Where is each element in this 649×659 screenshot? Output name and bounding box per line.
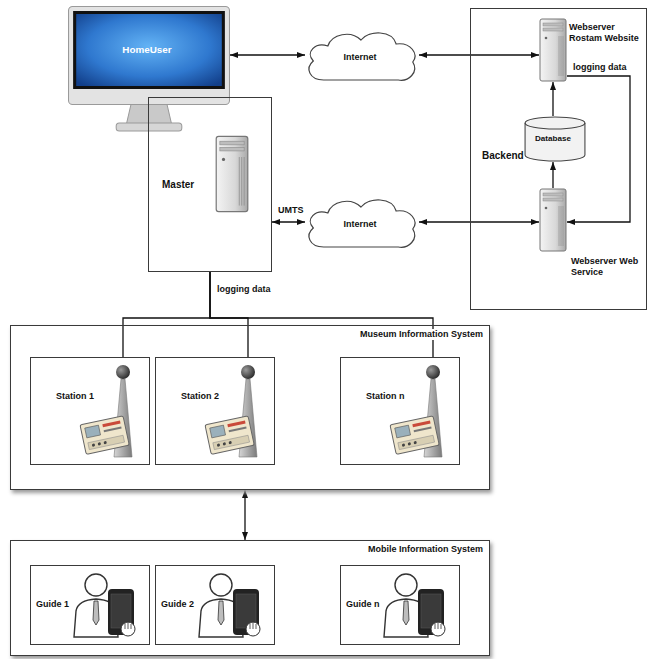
node-label: HomeUser	[68, 44, 226, 56]
node-label: Guide 2	[161, 599, 194, 610]
monitor-figure	[69, 7, 230, 132]
guide-figure	[199, 574, 260, 637]
guide-box: Guide 1	[30, 565, 150, 645]
node-label: Internet	[305, 52, 415, 63]
node-label: Internet	[305, 219, 415, 230]
master-box: Master	[148, 97, 272, 272]
master-server-icon	[216, 136, 248, 211]
station-box: Station n	[340, 357, 460, 465]
connector	[419, 54, 539, 55]
node-label: Backend	[482, 150, 524, 162]
station-box: Station 1	[30, 357, 150, 465]
station-reader	[80, 365, 132, 457]
node-label: Database	[524, 134, 582, 144]
node-label: Guide n	[346, 599, 380, 610]
edge-label: UMTS	[276, 205, 306, 216]
node-label: Webserver Web Service	[571, 256, 645, 278]
guide-box: Guide n	[340, 565, 460, 645]
node-label: Museum Information System	[358, 329, 485, 340]
internet-cloud: Internet	[305, 195, 419, 255]
connector	[210, 272, 433, 357]
connector	[272, 221, 305, 222]
connector	[244, 490, 245, 540]
internet-cloud: Internet	[305, 28, 419, 88]
connector	[123, 272, 210, 357]
node-label: Station 1	[56, 391, 94, 402]
connector	[230, 54, 305, 55]
edge-label: logging data	[215, 284, 273, 295]
connector	[419, 221, 539, 222]
edge-label: logging data	[571, 62, 629, 73]
station-box: Station 2	[155, 357, 275, 465]
guide-box: Guide 2	[155, 565, 275, 645]
node-label: Master	[162, 179, 194, 191]
server-outline	[539, 188, 567, 252]
station-reader	[390, 365, 442, 457]
system-box: Museum Information SystemStation 1 Statio…	[10, 325, 490, 490]
cylinder-rim	[525, 123, 585, 129]
backend-box: BackendWebserver Rostam WebsiteDatabaseW…	[470, 8, 647, 310]
node-label: Webserver Rostam Website	[569, 22, 643, 44]
node-label: Guide 1	[36, 599, 69, 610]
connector	[552, 162, 553, 188]
database-cylinder: Database	[524, 116, 586, 162]
station-reader	[205, 365, 257, 457]
webserver-icon: Webserver Web Service	[539, 188, 567, 252]
server-outline	[539, 18, 567, 82]
node-label: Station n	[366, 391, 405, 402]
connector	[552, 82, 553, 116]
home-user-monitor: HomeUser	[68, 6, 230, 133]
guide-figure	[74, 574, 135, 637]
node-label: Mobile Information System	[366, 544, 485, 555]
system-box: Mobile Information SystemGuide 1 Guide 2 G…	[10, 540, 490, 656]
guide-figure	[384, 574, 445, 637]
node-label: Station 2	[181, 391, 219, 402]
server-icon	[540, 19, 566, 81]
monitor-outline	[68, 6, 230, 133]
server-icon	[540, 189, 566, 251]
webserver-icon: Webserver Rostam Website	[539, 18, 567, 82]
